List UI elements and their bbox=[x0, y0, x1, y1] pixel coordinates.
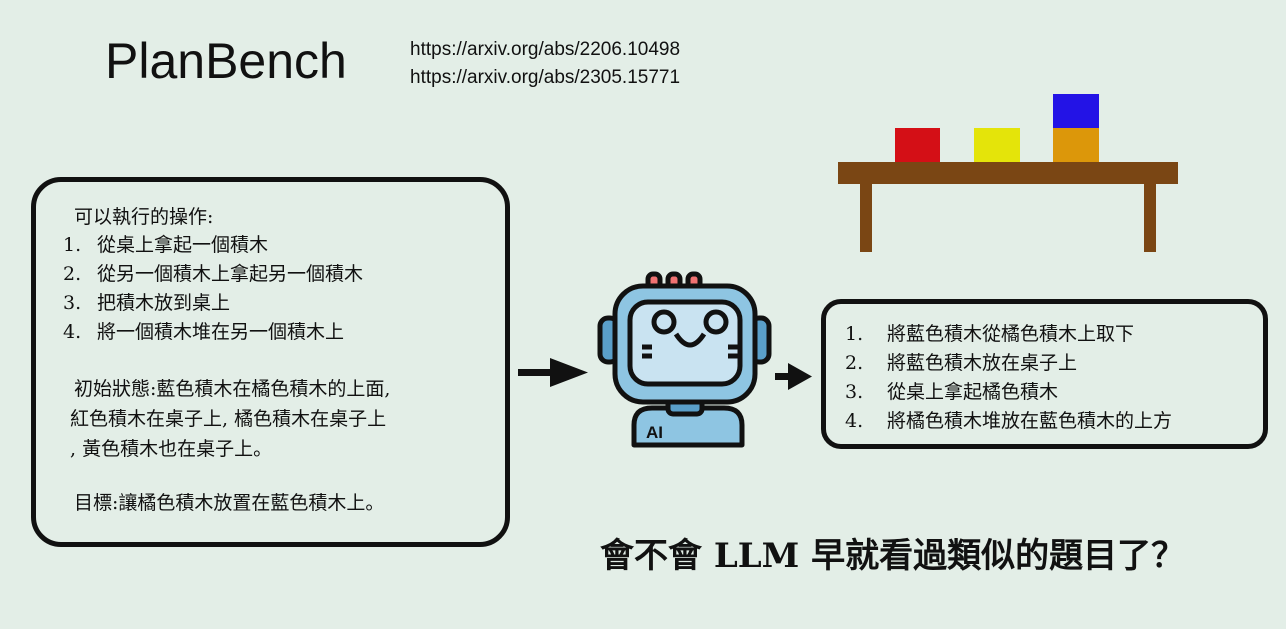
blue-block bbox=[1053, 94, 1099, 128]
step-text: 將藍色積木從橘色積木上取下 bbox=[887, 323, 1135, 345]
action-text: 從桌上拿起一個積木 bbox=[97, 234, 269, 256]
input-prompt-box bbox=[31, 177, 510, 547]
step-number: 3. bbox=[845, 381, 864, 403]
output-plan-box bbox=[821, 299, 1268, 449]
action-number: 3. bbox=[63, 292, 82, 314]
action-item: 2. 從另一個積木上拿起另一個積木 bbox=[63, 265, 363, 284]
step-text: 將藍色積木放在桌子上 bbox=[887, 352, 1078, 374]
step-number: 1. bbox=[845, 323, 864, 345]
robot-badge: AI bbox=[646, 423, 663, 442]
arrow-right-icon bbox=[518, 358, 588, 387]
initial-state-line: 紅色積木在桌子上, 橘色積木在桌子上 bbox=[70, 408, 387, 430]
red-block bbox=[895, 128, 940, 162]
step-number: 4. bbox=[845, 410, 864, 432]
orange-block bbox=[1053, 128, 1099, 162]
action-number: 2. bbox=[63, 263, 82, 285]
robot-icon bbox=[597, 271, 772, 448]
actions-heading: 可以執行的操作: bbox=[74, 206, 214, 228]
yellow-block bbox=[974, 128, 1020, 162]
paper-link-2[interactable]: https://arxiv.org/abs/2305.15771 bbox=[410, 67, 681, 88]
action-number: 4. bbox=[63, 321, 82, 343]
table-leg-left bbox=[860, 184, 872, 252]
action-text: 把積木放到桌上 bbox=[97, 292, 231, 314]
action-item: 1. 從桌上拿起一個積木 bbox=[63, 236, 268, 255]
goal-text: 目標:讓橘色積木放置在藍色積木上。 bbox=[74, 492, 385, 514]
initial-state-line: , 黃色積木也在桌子上。 bbox=[70, 438, 273, 460]
step-text: 從桌上拿起橘色積木 bbox=[887, 381, 1059, 403]
arrow-right-icon bbox=[775, 363, 812, 390]
plan-step: 3. 從桌上拿起橘色積木 bbox=[845, 383, 1058, 402]
plan-step: 4. 將橘色積木堆放在藍色積木的上方 bbox=[845, 412, 1172, 431]
table-leg-right bbox=[1144, 184, 1156, 252]
paper-link-1[interactable]: https://arxiv.org/abs/2206.10498 bbox=[410, 39, 681, 60]
page-title: PlanBench bbox=[105, 33, 347, 89]
action-item: 4. 將一個積木堆在另一個積木上 bbox=[63, 323, 344, 342]
initial-state-line: 初始狀態:藍色積木在橘色積木的上面, bbox=[74, 378, 391, 400]
action-item: 3. 把積木放到桌上 bbox=[63, 294, 230, 313]
table-top bbox=[838, 162, 1178, 184]
step-number: 2. bbox=[845, 352, 864, 374]
question-text: 會不會 LLM 早就看過類似的題目了？ bbox=[600, 536, 1186, 576]
action-text: 將一個積木堆在另一個積木上 bbox=[97, 321, 345, 343]
plan-step: 1. 將藍色積木從橘色積木上取下 bbox=[845, 325, 1134, 344]
step-text: 將橘色積木堆放在藍色積木的上方 bbox=[887, 410, 1173, 432]
action-number: 1. bbox=[63, 234, 82, 256]
action-text: 從另一個積木上拿起另一個積木 bbox=[97, 263, 364, 285]
plan-step: 2. 將藍色積木放在桌子上 bbox=[845, 354, 1077, 373]
